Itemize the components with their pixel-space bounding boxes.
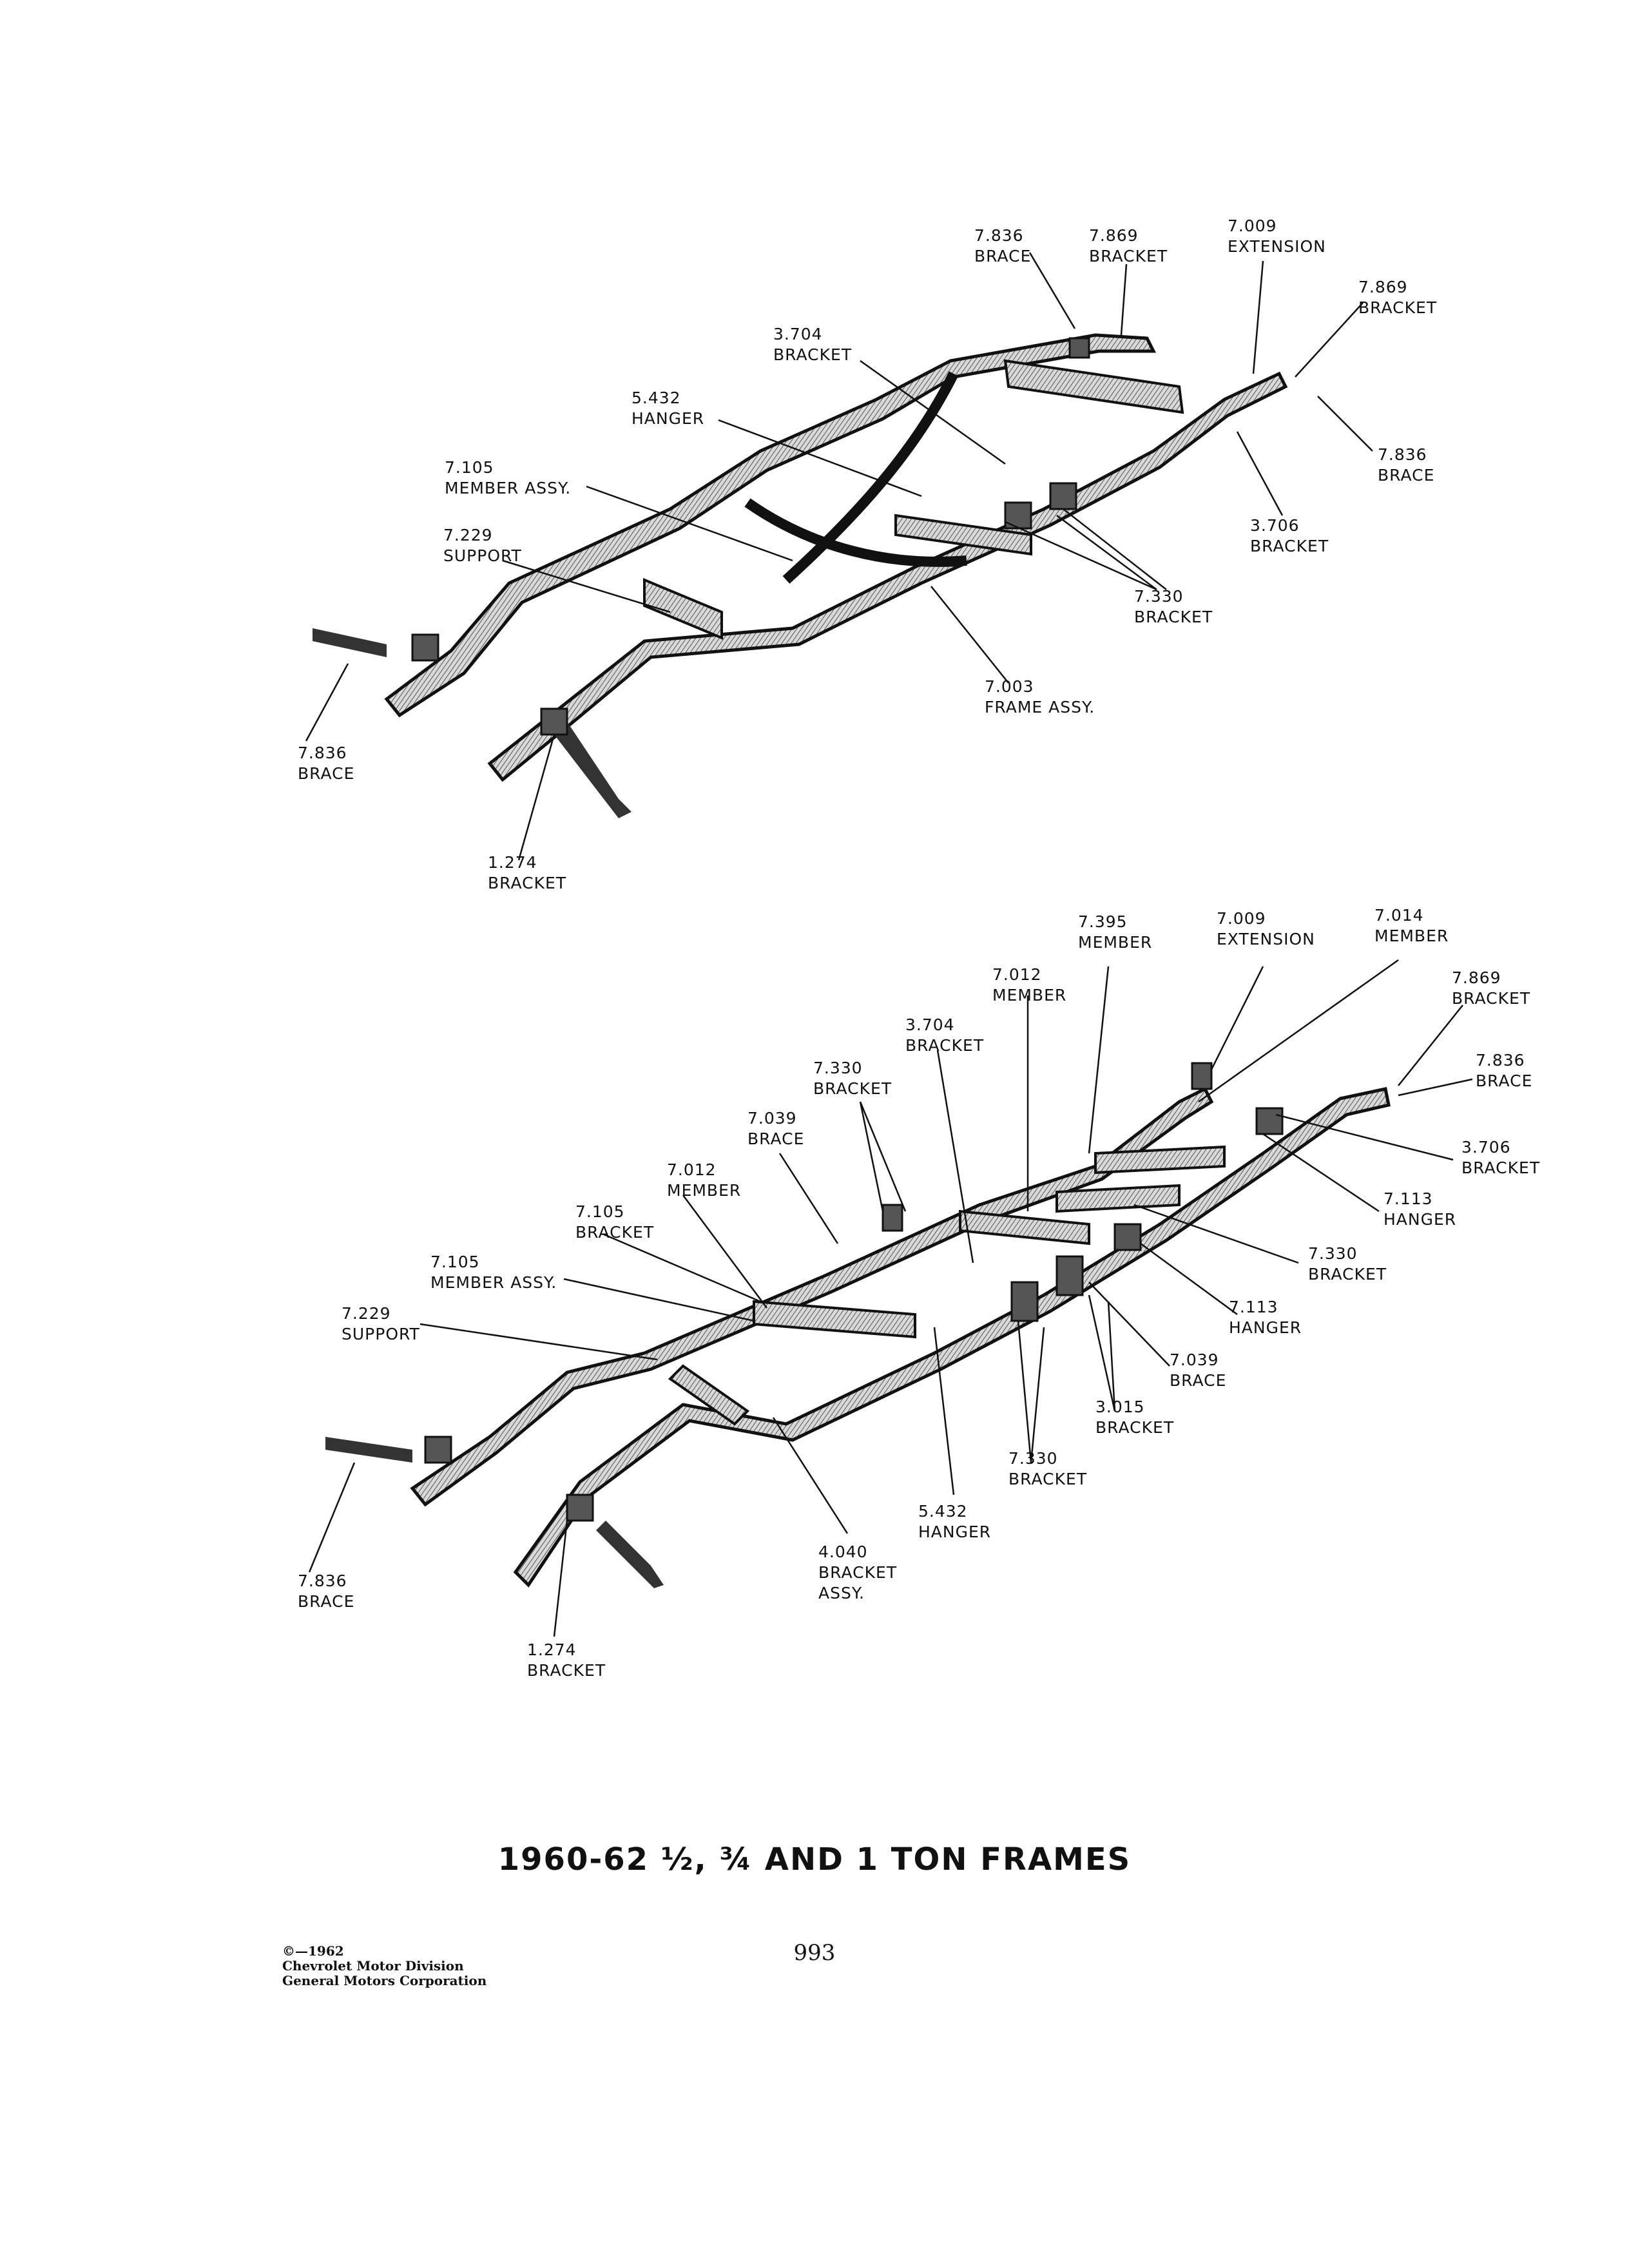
top-crossmember-front — [1003, 359, 1184, 414]
copyright-notice: ©—1962 Chevrolet Motor Division General … — [282, 1944, 487, 1988]
bottom-crossmember-3 — [959, 1209, 1090, 1245]
top-rear-brace-left — [313, 628, 387, 657]
bottom-hanger-a — [1010, 1281, 1039, 1322]
copyright-year: ©—1962 — [282, 1943, 344, 1959]
bottom-bracket-d — [1191, 1062, 1213, 1090]
top-crossmember-x2 — [744, 498, 967, 567]
top-leader-lines — [305, 252, 1373, 861]
top-front-bracket-a — [1068, 337, 1090, 359]
bottom-crossmember-5 — [668, 1364, 750, 1426]
page-number: 993 — [793, 1940, 836, 1966]
top-front-bracket-b — [1049, 482, 1077, 510]
top-crossmember-mid — [894, 514, 1032, 556]
bottom-rear-bracket-right — [566, 1494, 594, 1522]
top-rear-bracket-right — [540, 707, 568, 736]
bottom-bracket-a — [882, 1204, 903, 1232]
top-right-rail — [487, 371, 1288, 782]
bottom-hanger-b — [1055, 1255, 1084, 1296]
bottom-rear-brace-right — [596, 1521, 664, 1588]
bottom-rear-brace-left — [325, 1437, 412, 1463]
bottom-bracket-c — [1255, 1107, 1284, 1135]
bottom-leader-lines — [308, 959, 1473, 1637]
copyright-division: Chevrolet Motor Division — [282, 1958, 464, 1974]
top-rear-bracket-left — [411, 633, 439, 662]
bottom-right-rail — [513, 1087, 1391, 1588]
bottom-crossmember-4 — [753, 1300, 916, 1339]
top-rear-brace-right — [554, 722, 631, 818]
top-frame-drawing — [313, 333, 1288, 818]
top-crossmember-rear — [643, 578, 723, 640]
bottom-crossmember-2 — [1055, 1184, 1181, 1213]
top-left-rail — [384, 333, 1157, 718]
bottom-left-rail — [410, 1086, 1214, 1507]
bottom-frame-drawing — [325, 1062, 1391, 1588]
copyright-corporation: General Motors Corporation — [282, 1973, 487, 1988]
bottom-rear-bracket-left — [424, 1436, 452, 1464]
bottom-crossmember-1 — [1094, 1145, 1226, 1175]
page-title: 1960-62 ½, ¾ AND 1 TON FRAMES — [497, 1841, 1132, 1878]
bottom-bracket-b — [1113, 1223, 1142, 1251]
